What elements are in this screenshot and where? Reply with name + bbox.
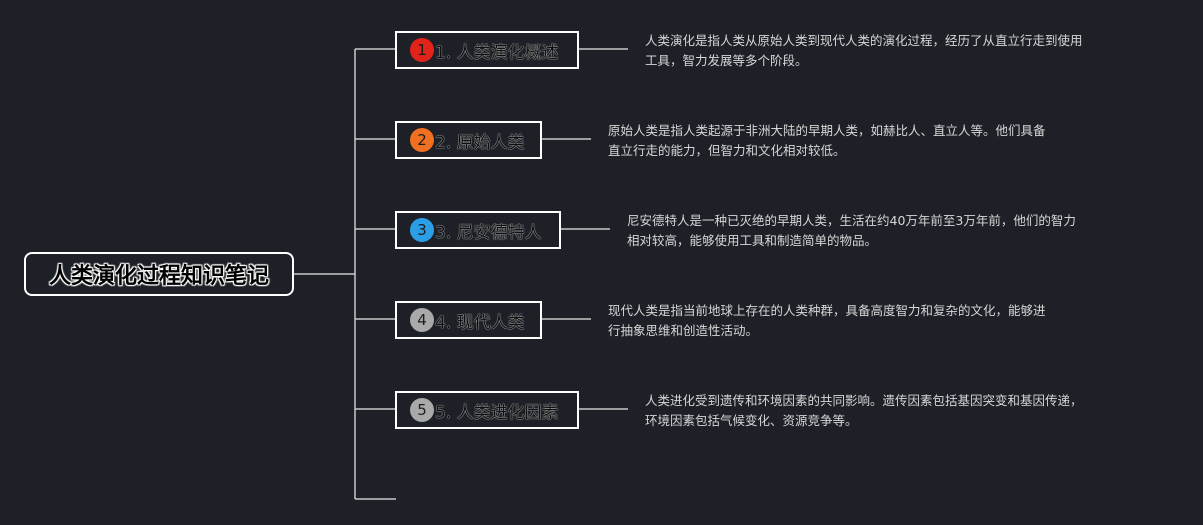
priority-3-icon: 3 [410, 218, 434, 242]
root-title: 人类演化过程知识笔记 [48, 264, 269, 289]
priority-2-icon: 2 [410, 128, 434, 152]
topic-node-overview[interactable]: 1 1. 人类演化概述 [395, 31, 579, 69]
description-line: 工具，智力发展等多个阶段。 [645, 53, 808, 68]
topic-node-evolution-factors[interactable]: 5 5. 人类进化因素 [395, 391, 579, 429]
topic-label: 4. 现代人类 [435, 312, 525, 333]
topic-label: 5. 人类进化因素 [435, 402, 559, 423]
description-line: 现代人类是指当前地球上存在的人类种群，具备高度智力和复杂的文化，能够进 [608, 303, 1046, 318]
priority-4-icon: 4 [410, 308, 434, 332]
topic-node-primitive-humans[interactable]: 2 2. 原始人类 [395, 121, 542, 159]
description-line: 行抽象思维和创造性活动。 [608, 323, 759, 338]
topic-node-neanderthals[interactable]: 3 3. 尼安德特人 [395, 211, 561, 249]
description-line: 人类进化受到遗传和环境因素的共同影响。遗传因素包括基因突变和基因传递， [645, 393, 1083, 408]
priority-5-icon: 5 [410, 398, 434, 422]
topic-label: 3. 尼安德特人 [435, 222, 542, 243]
topic-description: 人类演化是指人类从原始人类到现代人类的演化过程，经历了从直立行走到使用 工具，智… [645, 31, 1083, 71]
topic-description: 尼安德特人是一种已灭绝的早期人类，生活在约40万年前至3万年前，他们的智力 相对… [627, 211, 1076, 251]
topic-description: 现代人类是指当前地球上存在的人类种群，具备高度智力和复杂的文化，能够进 行抽象思… [608, 301, 1046, 341]
description-line: 尼安德特人是一种已灭绝的早期人类，生活在约40万年前至3万年前，他们的智力 [627, 213, 1076, 228]
topic-node-modern-humans[interactable]: 4 4. 现代人类 [395, 301, 542, 339]
root-topic[interactable]: 人类演化过程知识笔记 [24, 252, 294, 296]
topic-label: 2. 原始人类 [435, 132, 525, 153]
priority-1-icon: 1 [410, 38, 434, 62]
topic-description: 人类进化受到遗传和环境因素的共同影响。遗传因素包括基因突变和基因传递， 环境因素… [645, 391, 1083, 431]
topic-description: 原始人类是指人类起源于非洲大陆的早期人类，如赫比人、直立人等。他们具备 直立行走… [608, 121, 1046, 161]
description-line: 人类演化是指人类从原始人类到现代人类的演化过程，经历了从直立行走到使用 [645, 33, 1083, 48]
topic-label: 1. 人类演化概述 [435, 42, 559, 63]
description-line: 环境因素包括气候变化、资源竞争等。 [645, 413, 858, 428]
description-line: 相对较高，能够使用工具和制造简单的物品。 [627, 233, 878, 248]
description-line: 直立行走的能力，但智力和文化相对较低。 [608, 143, 846, 158]
description-line: 原始人类是指人类起源于非洲大陆的早期人类，如赫比人、直立人等。他们具备 [608, 123, 1046, 138]
